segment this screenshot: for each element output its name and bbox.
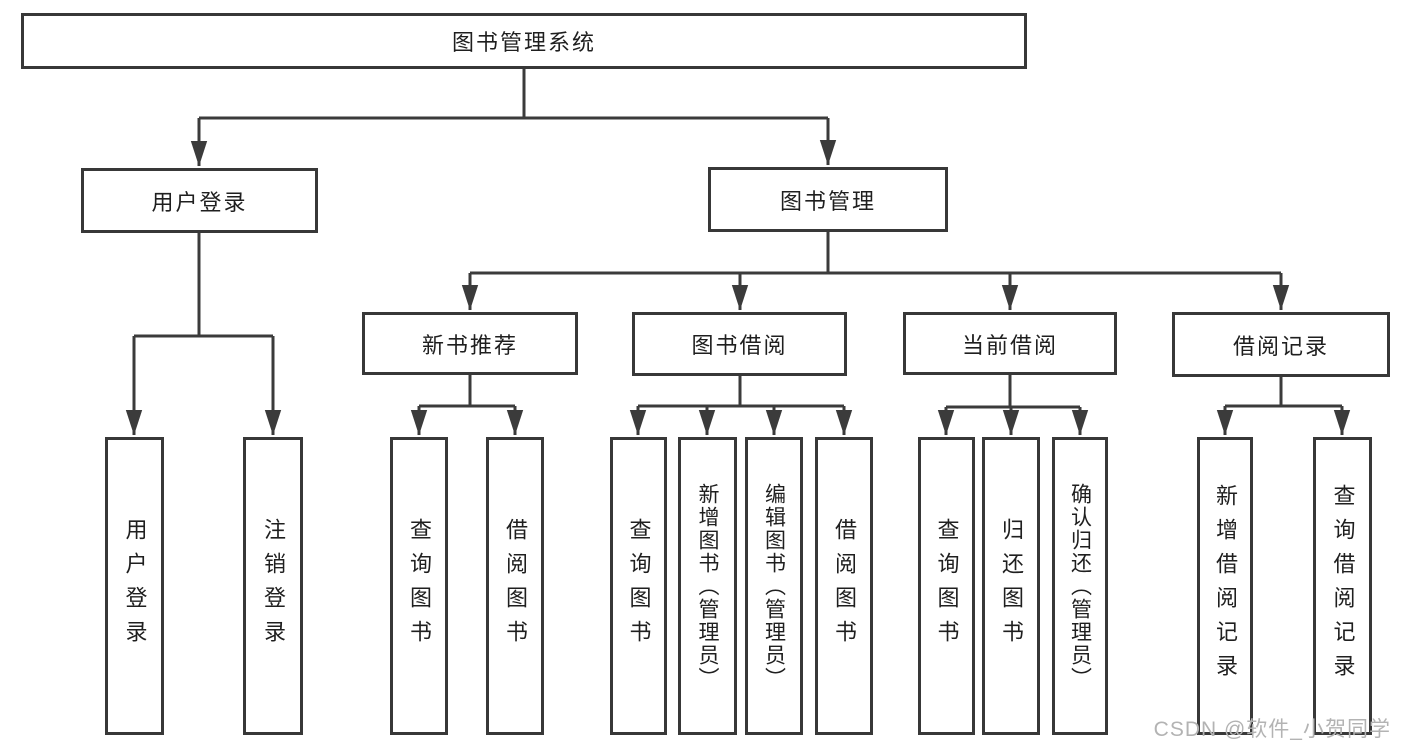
- leaf-edit-books-admin: 编辑图书（管理员）: [745, 437, 803, 735]
- node-label: 归还图书: [999, 518, 1024, 654]
- connector-records-trunk: [1225, 377, 1342, 408]
- leaf-confirm-return-admin: 确认归还（管理员）: [1052, 437, 1108, 735]
- connector-mgmt-trunk: [470, 232, 1281, 275]
- node-label: 当前借阅: [961, 332, 1058, 358]
- node-label: 查询借阅记录: [1330, 484, 1356, 688]
- node-label: 借阅记录: [1232, 333, 1329, 359]
- leaf-query-books-current: 查询图书: [918, 437, 975, 735]
- csdn-watermark: CSDN @软件_小贺同学: [1153, 718, 1391, 741]
- leaf-user-login: 用户登录: [105, 437, 164, 735]
- node-label: 查询图书: [934, 518, 960, 654]
- leaf-return-books: 归还图书: [982, 437, 1040, 735]
- connector-login-trunk: [134, 233, 273, 338]
- node-label: 编辑图书（管理员）: [762, 482, 786, 690]
- node-label: 查询图书: [626, 518, 652, 654]
- node-borrowing-records: 借阅记录: [1172, 312, 1390, 377]
- node-label: 借阅图书: [503, 518, 528, 654]
- leaf-add-books-admin: 新增图书（管理员）: [678, 437, 737, 735]
- leaf-logout: 注销登录: [243, 437, 303, 735]
- connector-current-trunk: [946, 375, 1080, 409]
- node-label: 查询图书: [407, 518, 432, 654]
- node-user-login: 用户登录: [81, 168, 318, 233]
- node-label: 新书推荐: [421, 332, 518, 358]
- node-label: 图书管理: [779, 188, 876, 214]
- leaf-add-borrow-record: 新增借阅记录: [1197, 437, 1253, 735]
- node-label: 图书借阅: [691, 333, 788, 358]
- node-book-borrowing: 图书借阅: [632, 312, 847, 376]
- leaf-borrow-books-borrowing: 借阅图书: [815, 437, 873, 735]
- node-label: 注销登录: [261, 518, 286, 654]
- connector-root-trunk: [199, 69, 828, 120]
- node-label: 借阅图书: [832, 518, 857, 654]
- leaf-query-books-borrowing: 查询图书: [610, 437, 667, 735]
- node-label: 用户登录: [151, 189, 248, 215]
- node-library-management-system: 图书管理系统: [21, 13, 1027, 69]
- node-current-borrowing: 当前借阅: [903, 312, 1117, 375]
- node-label: 图书管理系统: [451, 30, 596, 55]
- leaf-borrow-books-recommend: 借阅图书: [486, 437, 544, 735]
- node-label: 用户登录: [122, 518, 148, 654]
- node-book-management: 图书管理: [708, 167, 948, 232]
- leaf-query-books-recommend: 查询图书: [390, 437, 448, 735]
- connector-borrow-trunk: [638, 376, 844, 408]
- node-label: 新增图书（管理员）: [696, 482, 719, 690]
- connector-newrec-trunk: [419, 375, 515, 408]
- node-label: 新增借阅记录: [1213, 484, 1238, 688]
- node-new-book-recommendation: 新书推荐: [362, 312, 578, 375]
- node-label: 确认归还（管理员）: [1068, 482, 1092, 690]
- leaf-query-borrow-record: 查询借阅记录: [1313, 437, 1372, 735]
